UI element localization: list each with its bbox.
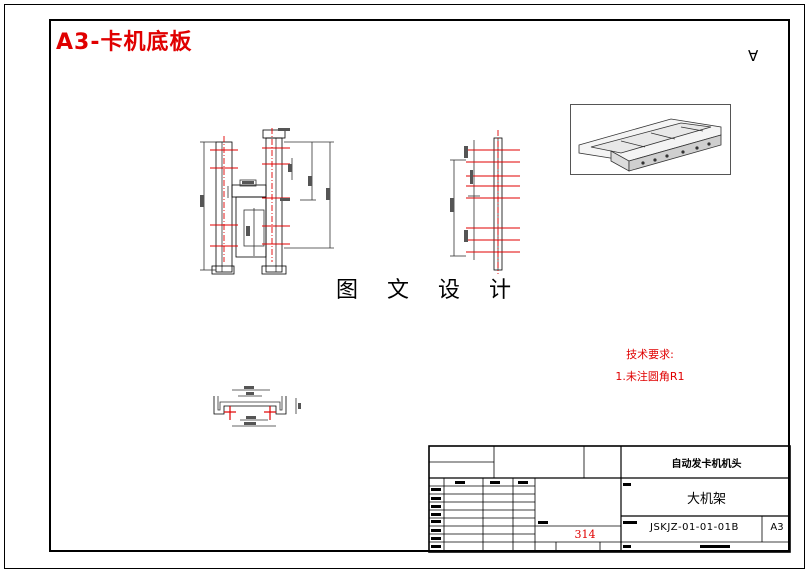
title-block-sheet-size: A3 — [770, 522, 784, 533]
side-view — [450, 137, 503, 271]
front-view — [200, 129, 334, 275]
isometric-drawing — [578, 118, 722, 172]
isometric-view — [570, 104, 731, 175]
side-view-dim-text — [450, 146, 473, 242]
bottom-view-dim-text — [244, 386, 301, 425]
title-block-part-name: 大机架 — [686, 492, 726, 507]
technical-requirements: 技术要求: 1.未注圆角R1 — [600, 344, 700, 388]
surface-roughness-symbol: ∀ — [748, 47, 759, 65]
side-view-centerlines — [466, 130, 520, 274]
bottom-view — [213, 389, 297, 427]
tech-req-item-1: 1.未注圆角R1 — [615, 370, 685, 383]
front-view-centerlines — [210, 128, 290, 262]
title-block-project: 自动发卡机机头 — [671, 459, 742, 470]
outer-border — [4, 4, 805, 569]
sheet-title-tag: A3-卡机底板 — [56, 30, 193, 55]
drawing-frame — [49, 19, 790, 552]
watermark-text: 图 文 设 计 — [336, 278, 522, 303]
title-block-mark-number: 314 — [574, 528, 596, 541]
bottom-view-centerlines — [224, 406, 276, 420]
title-block — [428, 445, 791, 553]
front-view-dim-text — [200, 128, 330, 236]
title-block-drawing-number: JSKJZ-01-01-01B — [650, 522, 739, 533]
tech-req-heading: 技术要求: — [626, 348, 674, 361]
title-block-labels — [431, 481, 730, 548]
